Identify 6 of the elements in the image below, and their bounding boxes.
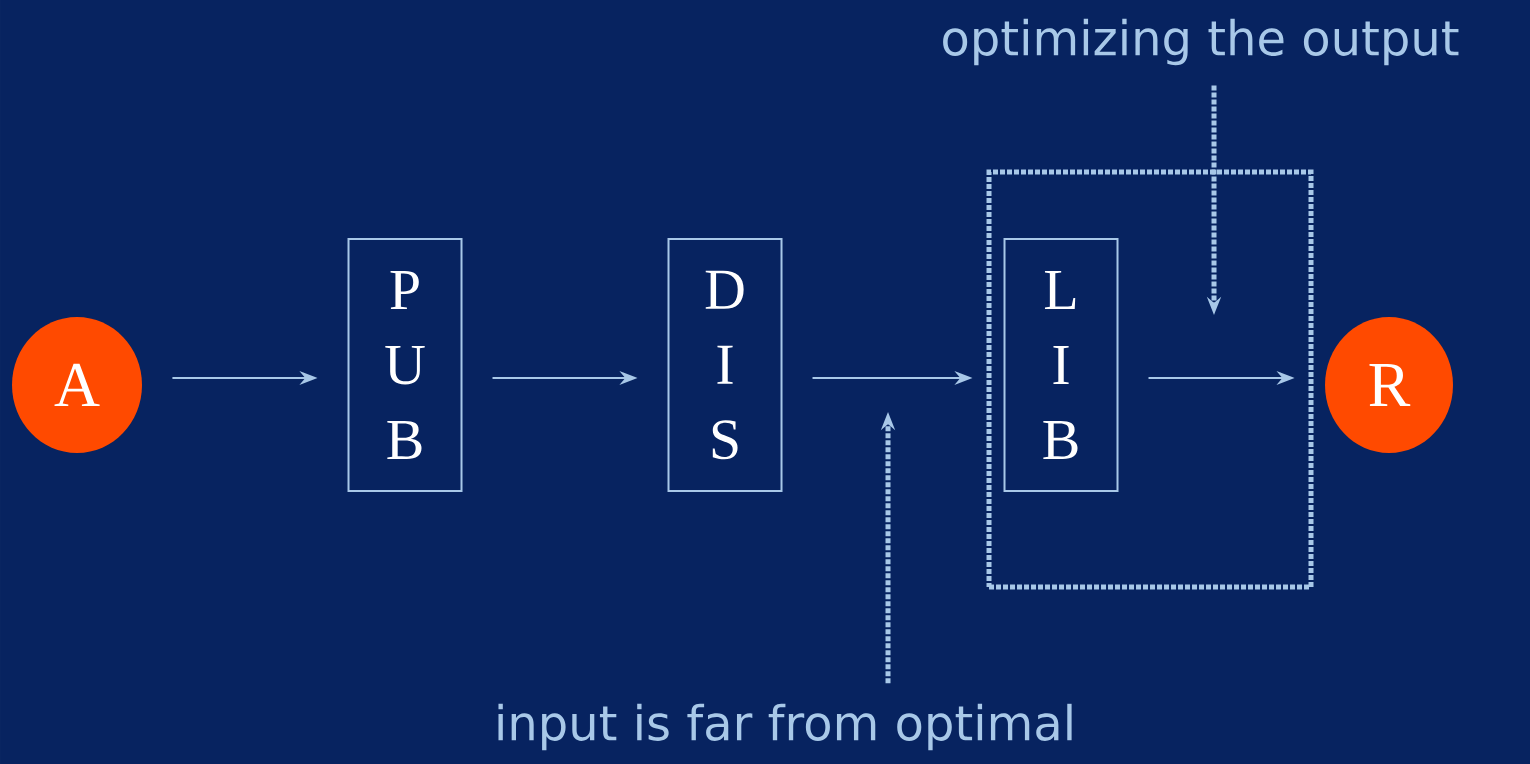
- process-box: P U B: [347, 238, 463, 492]
- annotation: input is far from optimal: [498, 703, 1072, 751]
- process-box: D I S: [667, 238, 783, 492]
- dotted-frame: [986, 169, 1314, 590]
- process-box: L I B: [1003, 238, 1119, 492]
- annotation: optimizing the output: [943, 18, 1459, 66]
